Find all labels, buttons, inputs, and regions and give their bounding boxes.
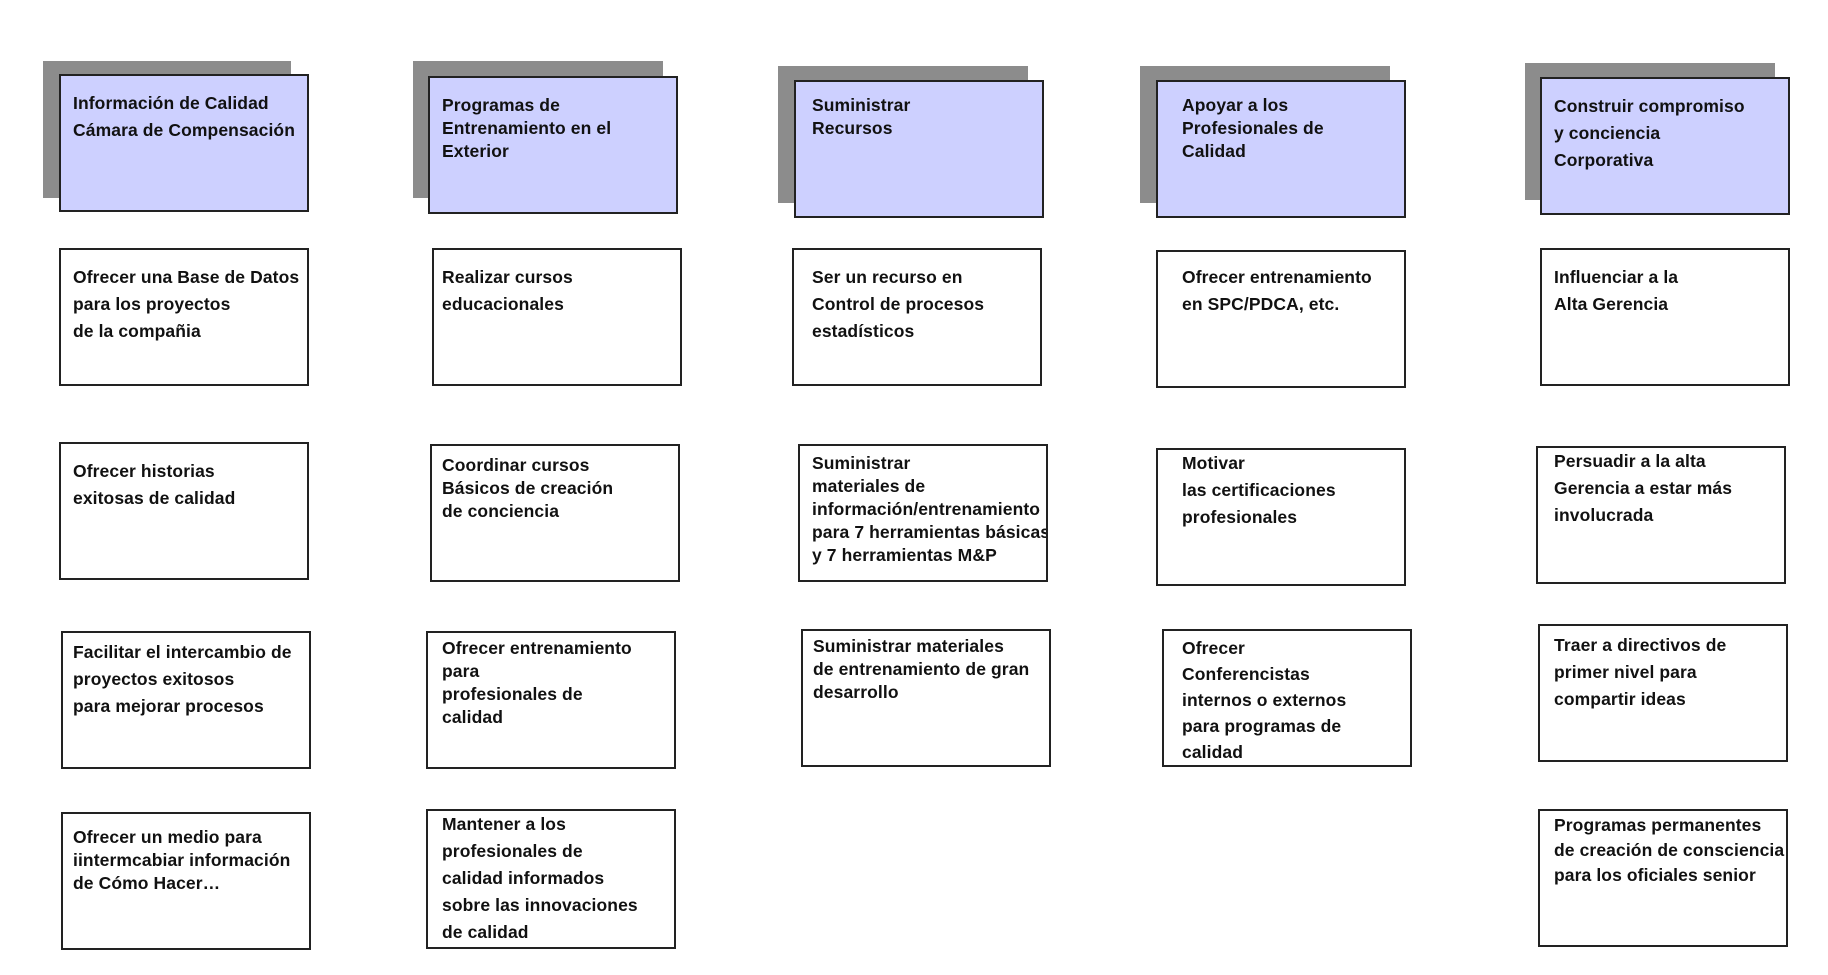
column-2-item-3: Ofrecer entrenamiento para profesionales… <box>426 631 676 769</box>
column-2-item-1: Realizar cursos educacionales <box>432 248 682 386</box>
column-5-item-3: Traer a directivos de primer nivel para … <box>1538 624 1788 762</box>
column-3-header-label: Suministrar Recursos <box>812 95 911 138</box>
column-5-item-1: Influenciar a la Alta Gerencia <box>1540 248 1790 386</box>
item-label: Suministrar materiales de entrenamiento … <box>813 636 1030 702</box>
item-label: Persuadir a la alta Gerencia a estar más… <box>1554 451 1733 525</box>
column-5-header: Construir compromiso y conciencia Corpor… <box>1540 77 1790 215</box>
item-label: Programas permanentes de creación de con… <box>1554 815 1785 885</box>
column-4-item-1: Ofrecer entrenamiento en SPC/PDCA, etc. <box>1156 250 1406 388</box>
column-3-item-2: Suministrar materiales de información/en… <box>798 444 1048 582</box>
item-label: Mantener a los profesionales de calidad … <box>442 814 638 942</box>
column-4-item-2: Motivar las certificaciones profesionale… <box>1156 448 1406 586</box>
item-label: Motivar las certificaciones profesionale… <box>1182 453 1336 527</box>
item-label: Ser un recurso en Control de procesos es… <box>812 267 985 341</box>
column-3-item-3: Suministrar materiales de entrenamiento … <box>801 629 1051 767</box>
column-2-item-4: Mantener a los profesionales de calidad … <box>426 809 676 949</box>
item-label: Realizar cursos educacionales <box>442 267 573 314</box>
item-label: Ofrecer una Base de Datos para los proye… <box>73 267 300 341</box>
item-label: Suministrar materiales de información/en… <box>812 453 1048 565</box>
column-3-item-1: Ser un recurso en Control de procesos es… <box>792 248 1042 386</box>
column-3-header: Suministrar Recursos <box>794 80 1044 218</box>
item-label: Traer a directivos de primer nivel para … <box>1554 635 1727 709</box>
column-2-item-2: Coordinar cursos Básicos de creación de … <box>430 444 680 582</box>
column-1-item-4: Ofrecer un medio para iintermcabiar info… <box>61 812 311 950</box>
column-2-header: Programas de Entrenamiento en el Exterio… <box>428 76 678 214</box>
column-1-item-3: Facilitar el intercambio de proyectos ex… <box>61 631 311 769</box>
column-1-header: Información de Calidad Cámara de Compens… <box>59 74 309 212</box>
column-4-item-3: Ofrecer Conferencistas internos o extern… <box>1162 629 1412 767</box>
column-1-header-label: Información de Calidad Cámara de Compens… <box>73 93 295 140</box>
item-label: Ofrecer entrenamiento para profesionales… <box>442 638 632 727</box>
item-label: Ofrecer historias exitosas de calidad <box>73 461 236 508</box>
item-label: Facilitar el intercambio de proyectos ex… <box>73 642 292 716</box>
column-5-item-4: Programas permanentes de creación de con… <box>1538 809 1788 947</box>
column-1-item-2: Ofrecer historias exitosas de calidad <box>59 442 309 580</box>
column-4-header: Apoyar a los Profesionales de Calidad <box>1156 80 1406 218</box>
item-label: Influenciar a la Alta Gerencia <box>1554 267 1679 314</box>
item-label: Coordinar cursos Básicos de creación de … <box>442 455 614 521</box>
item-label: Ofrecer entrenamiento en SPC/PDCA, etc. <box>1182 267 1372 314</box>
column-5-item-2: Persuadir a la alta Gerencia a estar más… <box>1536 446 1786 584</box>
column-2-header-label: Programas de Entrenamiento en el Exterio… <box>442 95 612 161</box>
item-label: Ofrecer un medio para iintermcabiar info… <box>73 827 291 893</box>
column-4-header-label: Apoyar a los Profesionales de Calidad <box>1182 95 1324 161</box>
column-1-item-1: Ofrecer una Base de Datos para los proye… <box>59 248 309 386</box>
item-label: Ofrecer Conferencistas internos o extern… <box>1182 638 1347 762</box>
column-5-header-label: Construir compromiso y conciencia Corpor… <box>1554 96 1745 170</box>
